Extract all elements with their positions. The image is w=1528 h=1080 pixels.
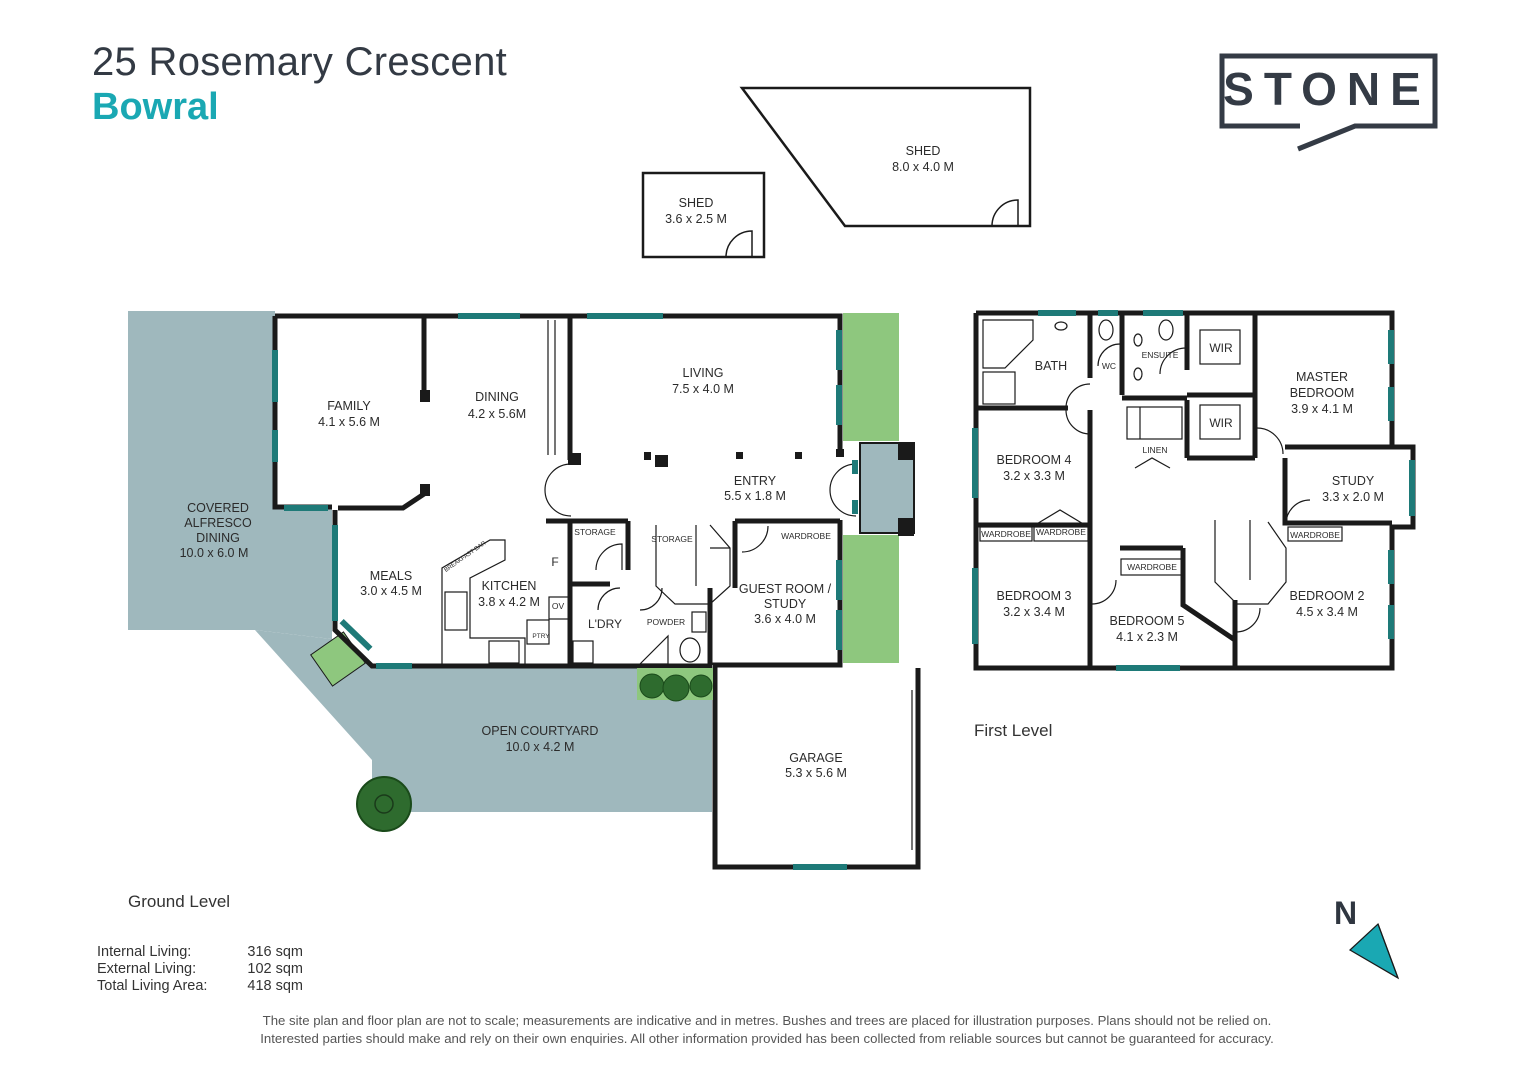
kitchen-size: 3.8 x 4.2 M — [478, 595, 540, 609]
wc-label: WC — [1102, 361, 1116, 371]
guest-room-size: 3.6 x 4.0 M — [754, 612, 816, 626]
wardrobe-label-b4a: WARDROBE — [981, 529, 1031, 539]
family-size: 4.1 x 5.6 M — [318, 415, 380, 429]
study-label: STUDY — [1332, 474, 1375, 488]
shed-large-size: 8.0 x 4.0 M — [892, 160, 954, 174]
disclaimer: The site plan and floor plan are not to … — [200, 1012, 1334, 1048]
bedroom3-size: 3.2 x 3.4 M — [1003, 605, 1065, 619]
tree-icon — [356, 776, 412, 832]
living-size: 7.5 x 4.0 M — [672, 382, 734, 396]
master-line1: MASTER — [1296, 370, 1348, 384]
dining-size: 4.2 x 5.6M — [468, 407, 526, 421]
alfresco-line1: COVERED — [187, 501, 249, 515]
first-level-label: First Level — [974, 721, 1053, 740]
area-label: Internal Living: — [97, 944, 192, 960]
ptry-label: PTRY — [532, 633, 550, 640]
open-courtyard-area — [255, 630, 712, 812]
shed-large-label: SHED — [906, 144, 941, 158]
bedroom2-size: 4.5 x 3.4 M — [1296, 605, 1358, 619]
wardrobe-label-guest: WARDROBE — [781, 531, 831, 541]
ensuite-label: ENSUITE — [1142, 350, 1179, 360]
bedroom5-label: BEDROOM 5 — [1109, 614, 1184, 628]
laundry-label: L'DRY — [588, 617, 622, 631]
breakfast-bar-label: BREAKFAST BAR — [444, 540, 488, 574]
bedroom3-label: BEDROOM 3 — [996, 589, 1071, 603]
guest-room-line2: STUDY — [764, 597, 807, 611]
kitchen-label: KITCHEN — [482, 579, 537, 593]
alfresco-line3: DINING — [196, 531, 240, 545]
area-value: 102 sqm — [247, 961, 303, 977]
master-size: 3.9 x 4.1 M — [1291, 402, 1353, 416]
shed-large-outline — [739, 86, 1032, 228]
bedroom5-size: 4.1 x 2.3 M — [1116, 630, 1178, 644]
storage-label-2: STORAGE — [651, 534, 693, 544]
entry-size: 5.5 x 1.8 M — [724, 489, 786, 503]
living-label: LIVING — [683, 366, 724, 380]
meals-label: MEALS — [370, 569, 412, 583]
ground-level-label: Ground Level — [128, 892, 231, 911]
north-arrow-icon — [1348, 922, 1400, 980]
entry-label: ENTRY — [734, 474, 777, 488]
area-label: Total Living Area: — [97, 978, 208, 994]
wir-label-1: WIR — [1209, 341, 1233, 355]
bedroom2-label: BEDROOM 2 — [1289, 589, 1364, 603]
area-row: Internal Living: 316 sqm — [97, 944, 303, 961]
storage-label-1: STORAGE — [574, 527, 616, 537]
wardrobe-label-b5: WARDROBE — [1127, 562, 1177, 572]
bush-icon — [637, 668, 713, 702]
compass-north-label: N — [1334, 895, 1358, 931]
meals-size: 3.0 x 4.5 M — [360, 584, 422, 598]
property-address: 25 Rosemary Crescent — [92, 40, 508, 84]
wardrobe-label-b4b: WARDROBE — [1036, 527, 1086, 537]
alfresco-line2: ALFRESCO — [184, 516, 252, 530]
logo-wordmark: STONE — [1223, 63, 1431, 115]
shed-small-size: 3.6 x 2.5 M — [665, 212, 727, 226]
wardrobe-label-b2: WARDROBE — [1290, 530, 1340, 540]
area-label: External Living: — [97, 961, 197, 977]
first-floor-walls — [973, 310, 1416, 671]
bedroom4-label: BEDROOM 4 — [996, 453, 1071, 467]
ov-label: OV — [552, 601, 565, 611]
courtyard-label: OPEN COURTYARD — [482, 724, 599, 738]
disclaimer-line-1: The site plan and floor plan are not to … — [262, 1013, 1272, 1028]
property-suburb: Bowral — [92, 86, 219, 128]
guest-room-line1: GUEST ROOM / — [739, 582, 832, 596]
bath-label: BATH — [1035, 359, 1067, 373]
courtyard-size: 10.0 x 4.2 M — [506, 740, 575, 754]
fridge-label: F — [551, 555, 558, 569]
garage-label: GARAGE — [789, 751, 843, 765]
linen-label: LINEN — [1142, 445, 1167, 455]
area-value: 316 sqm — [247, 944, 303, 960]
garage-size: 5.3 x 5.6 M — [785, 766, 847, 780]
shed-small-outline — [641, 171, 766, 259]
bedroom4-size: 3.2 x 3.3 M — [1003, 469, 1065, 483]
family-label: FAMILY — [327, 399, 371, 413]
powder-label: POWDER — [647, 617, 685, 627]
area-summary: Internal Living: 316 sqm External Living:… — [97, 944, 303, 995]
wir-label-2: WIR — [1209, 416, 1233, 430]
garden-bed-south — [843, 535, 899, 663]
study-size: 3.3 x 2.0 M — [1322, 490, 1384, 504]
garden-bed-north — [843, 313, 899, 441]
alfresco-size: 10.0 x 6.0 M — [180, 546, 249, 560]
area-row: Total Living Area: 418 sqm — [97, 978, 303, 995]
shed-small-label: SHED — [679, 196, 714, 210]
dining-label: DINING — [475, 390, 519, 404]
area-value: 418 sqm — [247, 978, 303, 994]
area-row: External Living: 102 sqm — [97, 961, 303, 978]
master-line2: BEDROOM — [1290, 386, 1355, 400]
disclaimer-line-2: Interested parties should make and rely … — [260, 1031, 1274, 1046]
